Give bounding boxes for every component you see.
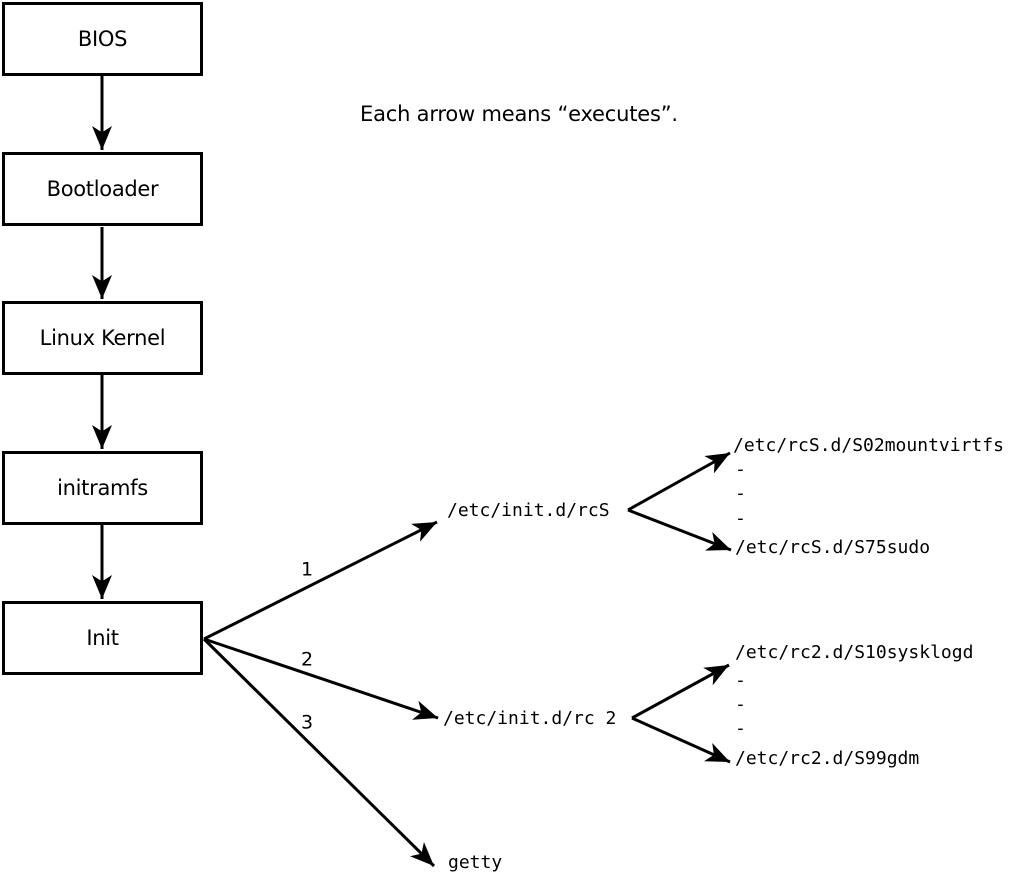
rcS-ellipsis-dash-1: - <box>735 459 746 480</box>
init-box: Init <box>2 601 203 675</box>
rc2-ellipsis-dash-1: - <box>735 670 746 691</box>
bios-box: BIOS <box>2 2 203 76</box>
linux-kernel-box-label: Linux Kernel <box>39 326 166 350</box>
branch-3-number: 3 <box>300 711 314 734</box>
rc2-node-label: /etc/init.d/rc 2 <box>443 708 617 729</box>
rcS-ellipsis-dash-3: - <box>735 508 746 529</box>
branch-2-number: 2 <box>300 648 314 671</box>
caption: Each arrow means “executes”. <box>360 102 678 126</box>
arrow-rcS-to-s75sudo <box>627 508 732 552</box>
arrow-rc2-to-s99gdm <box>631 716 731 764</box>
arrow-rcS-to-s02mountvirtfs <box>627 451 731 512</box>
init-box-label: Init <box>86 626 119 650</box>
rc2-ellipsis-dash-3: - <box>735 718 746 739</box>
rcS-script-first-label: /etc/rcS.d/S02mountvirtfs <box>733 435 1004 456</box>
bootloader-box-label: Bootloader <box>46 177 159 201</box>
initramfs-box-label: initramfs <box>57 476 148 500</box>
rcS-script-last-label: /etc/rcS.d/S75sudo <box>735 537 931 558</box>
bootloader-box: Bootloader <box>2 152 203 226</box>
linux-kernel-box: Linux Kernel <box>2 301 203 375</box>
branch-1-number: 1 <box>300 558 314 581</box>
bios-box-label: BIOS <box>77 27 128 51</box>
rcS-node-label: /etc/init.d/rcS <box>447 500 610 521</box>
rc2-ellipsis-dash-2: - <box>735 694 746 715</box>
rc2-script-last-label: /etc/rc2.d/S99gdm <box>735 748 920 769</box>
getty-node-label: getty <box>448 852 503 873</box>
initramfs-box: initramfs <box>2 451 203 525</box>
arrow-init-to-rc2 <box>203 637 439 720</box>
arrow-init-to-rcS <box>203 520 438 641</box>
arrow-init-to-getty <box>202 637 436 868</box>
rc2-script-first-label: /etc/rc2.d/S10sysklogd <box>735 642 974 663</box>
arrow-rc2-to-s10sysklogd <box>631 663 730 720</box>
rcS-ellipsis-dash-2: - <box>735 483 746 504</box>
